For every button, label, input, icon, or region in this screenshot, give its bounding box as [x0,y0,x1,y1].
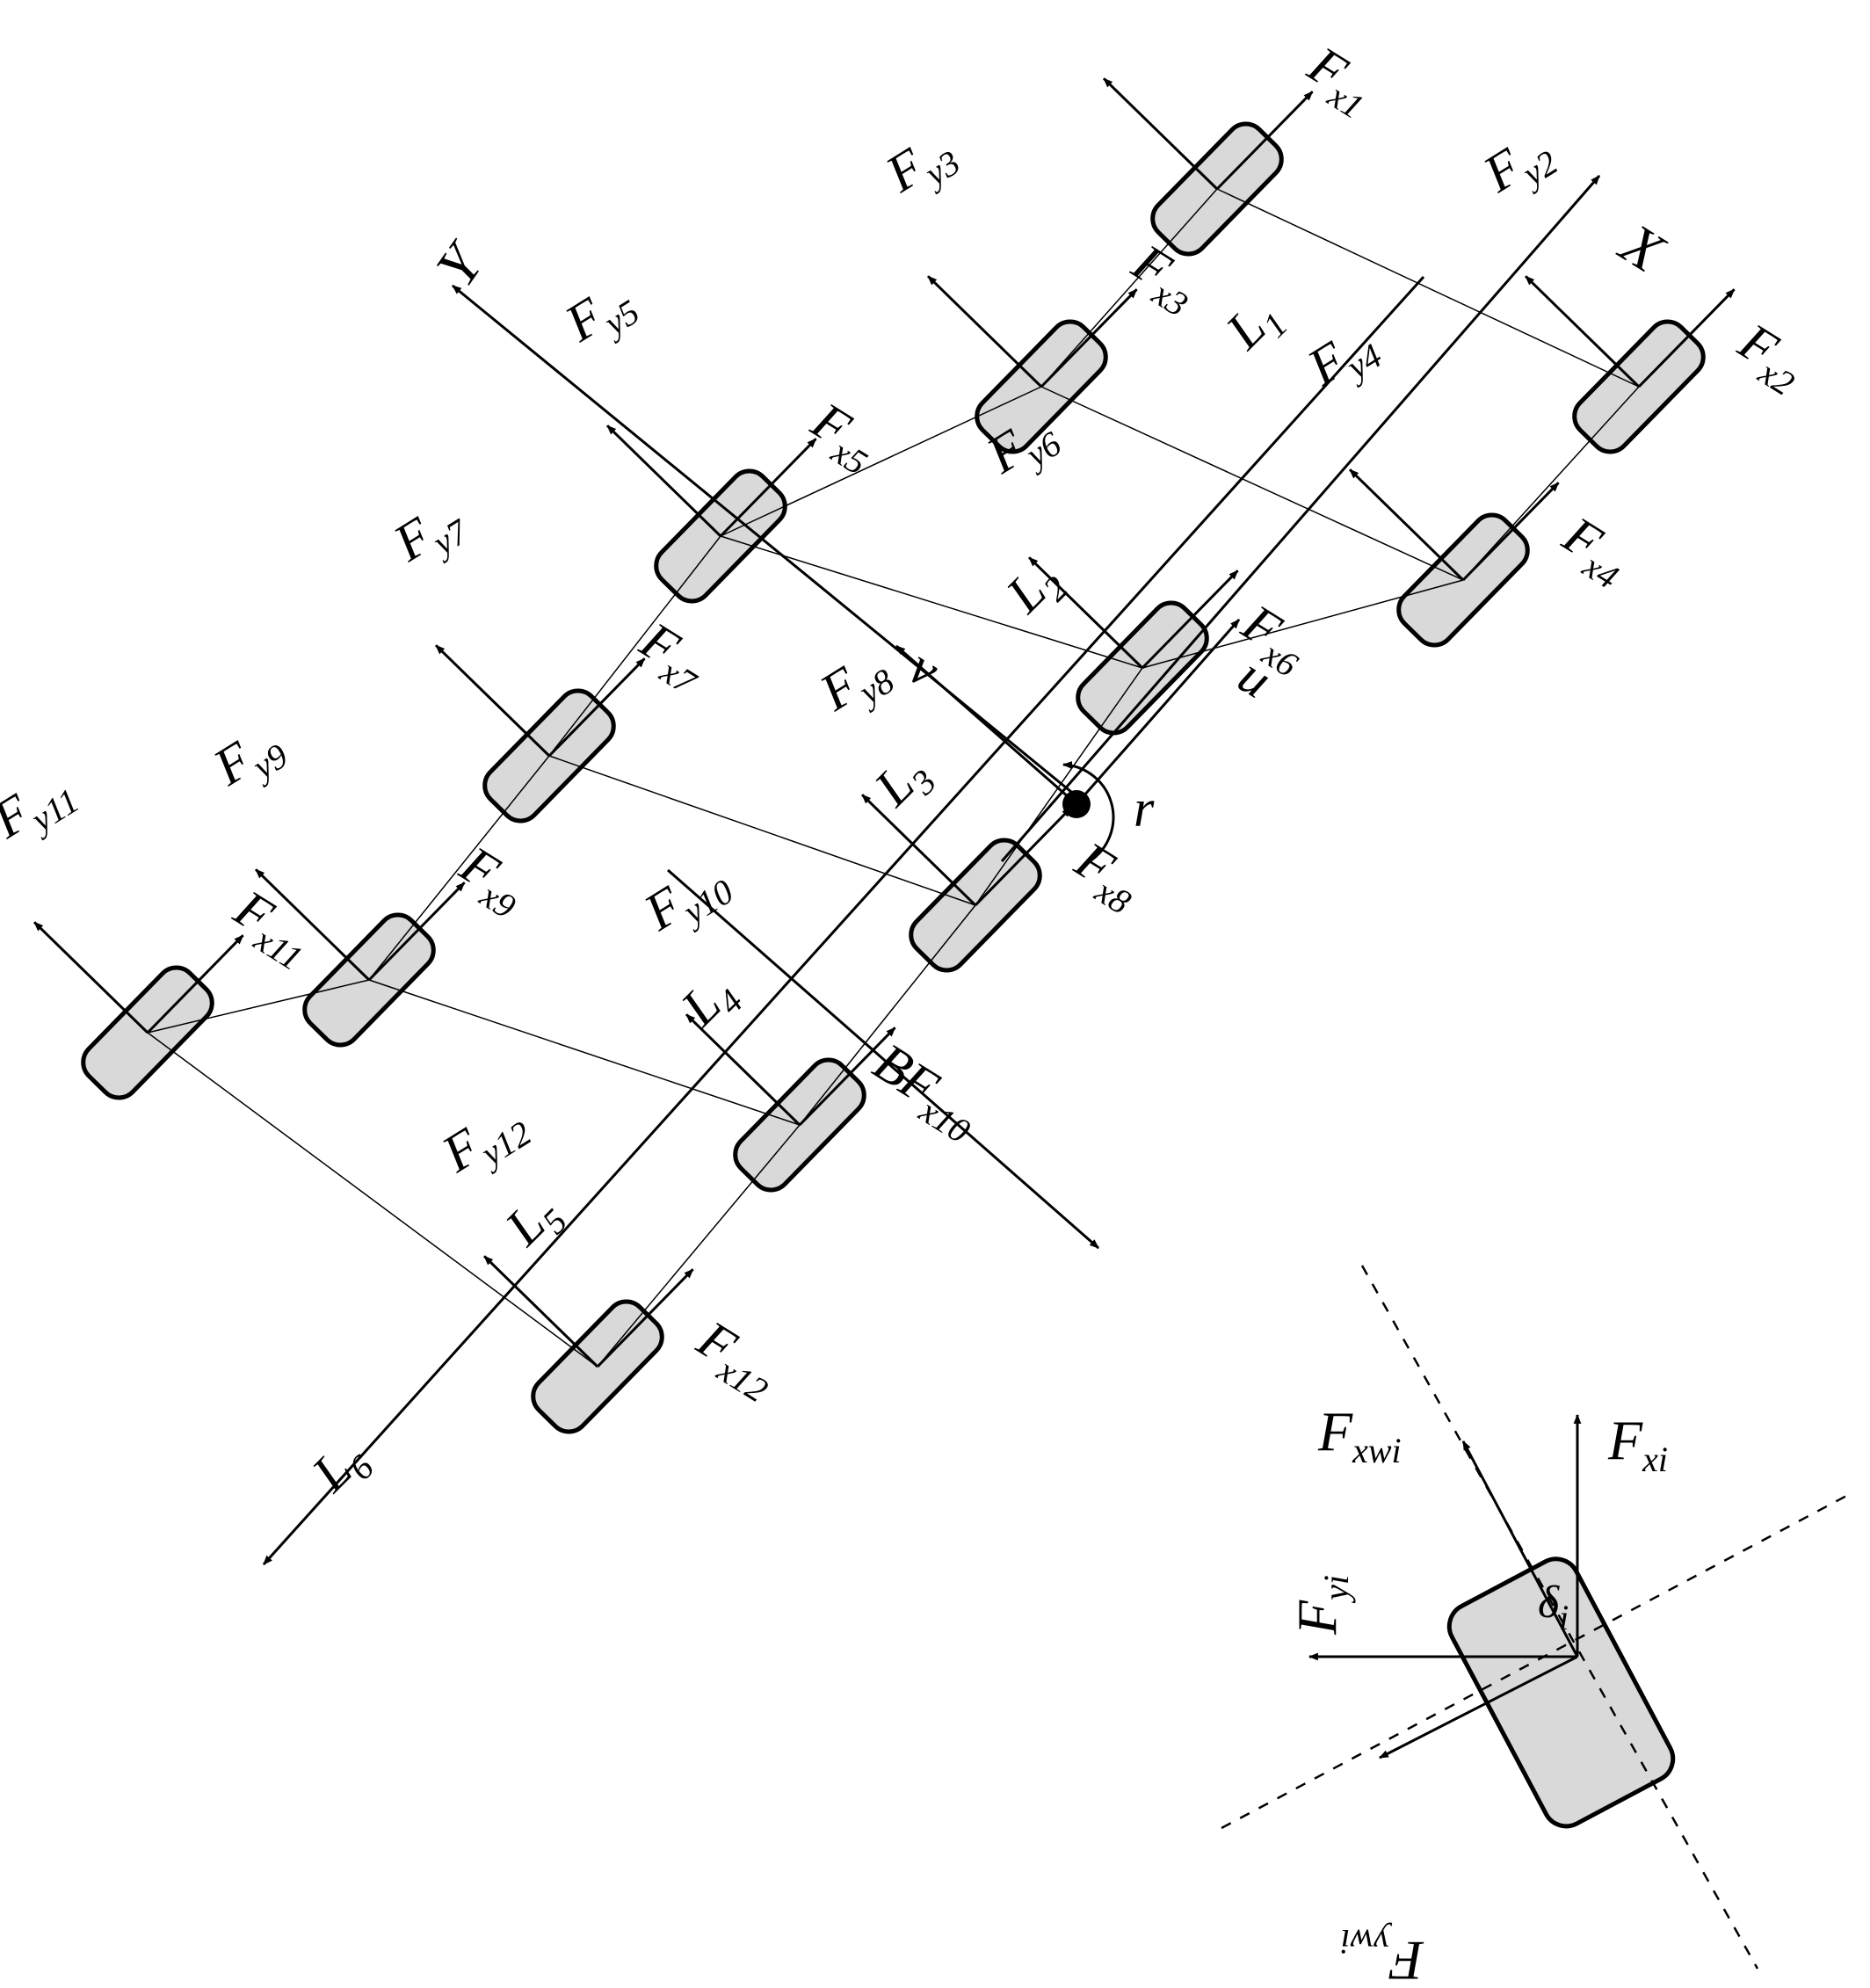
fy-label-11: Fy11 [0,758,86,857]
axle-line-3 [720,535,1143,669]
dimension-L1: L1 [1214,286,1295,366]
fy-label-2: Fy2 [1473,120,1564,211]
fy-arrow-5 [606,424,722,538]
u-velocity-arrow [1075,619,1241,805]
fy-label-3: Fy3 [875,120,967,211]
fywi-label: Fywi [1340,1922,1424,1988]
right-side-line-5 [597,1124,801,1368]
r-yaw-arrow [1062,761,1115,863]
right-side-line-2 [1142,579,1464,669]
fx-arrow-5 [719,438,817,538]
dimension-L5: L5 [494,1182,575,1263]
left-side-line-4 [368,755,550,981]
axle-line-5 [368,979,801,1126]
fy-arrow-9 [255,868,371,982]
fx-arrow-12 [596,1268,694,1368]
fy-arrow-7 [435,644,551,758]
v-label: v [899,637,950,699]
fx-label-1: Fx1 [1294,35,1385,127]
fxwi-label: Fxwi [1317,1400,1402,1470]
fy-arrow-8 [861,794,977,907]
detail-wheel [1446,1556,1676,1829]
fywi-arrow [1379,1655,1578,1759]
right-side-line-1 [1462,386,1640,581]
left-side-line-2 [720,386,1042,537]
dimension-baseline [262,275,1425,1566]
right-side-line-4 [799,904,976,1126]
fy-arrow-3 [927,275,1043,388]
y-axis-label: Y [424,230,497,298]
fx-arrow-3 [1040,288,1138,388]
fx-label-4: Fx4 [1548,505,1640,597]
fx-arrow-6 [1141,570,1239,670]
fx-arrow-8 [974,807,1072,907]
fy-label-7: Fy7 [383,488,476,580]
fx-arrow-4 [1461,482,1560,582]
dimension-L4: L4 [670,962,750,1043]
delta-label: δi [1538,1578,1569,1637]
fy-label-1: Fy1 [1051,0,1142,13]
fy-arrow-6 [1028,556,1144,670]
fx-arrow-1 [1215,91,1314,191]
detail-wheel-lat-axis [1221,1492,1851,1830]
fx-label-9: Fx9 [446,835,537,926]
fy-arrow-2 [1525,275,1641,388]
dimension-L3: L3 [863,743,944,823]
fy-arrow-12 [483,1255,599,1368]
fy-label-4: Fy4 [1297,313,1388,404]
fy-label-8: Fy8 [809,638,901,729]
fy-label-10: Fy10 [634,848,740,949]
fy-label-12: Fy12 [431,1090,538,1191]
right-side-line-3 [975,667,1143,906]
fy-arrow-4 [1349,468,1465,582]
fxi-label: Fxi [1607,1409,1668,1479]
left-side-line-1 [1040,188,1218,388]
axle-line-4 [548,755,976,906]
fx-arrow-10 [798,1027,896,1127]
fx-label-5: Fx5 [797,391,888,482]
y-axis-arrow [452,284,1082,802]
track-width-B [667,868,1099,1250]
axle-line-6 [147,1032,598,1368]
fx-arrow-11 [146,934,244,1034]
axle-line-2 [1040,386,1464,581]
left-side-line-3 [548,535,721,757]
v-velocity-arrow [895,644,1077,806]
fyi-label: Fyi [1286,1575,1356,1636]
fx-label-2: Fx2 [1724,312,1816,403]
fy-label-9: Fy9 [203,713,294,804]
x-axis-label: X [1608,210,1677,286]
fxwi-arrow [1461,1440,1579,1658]
fx-label-11: Fx11 [220,879,324,978]
dimension-L6: L6 [301,1428,381,1509]
r-label: r [1134,780,1155,838]
fx-arrow-7 [547,657,646,758]
fy-arrow-1 [1103,77,1219,191]
fx-arrow-2 [1637,288,1736,388]
fy-label-5: Fy5 [554,269,646,360]
dimension-L2: L2 [995,549,1076,630]
left-side-line-5 [147,979,370,1034]
x-axis-arrow [1000,175,1601,862]
detail-wheel-long-axis [1360,1265,1759,1970]
fx-label-12: Fx12 [683,1310,789,1411]
fx-arrow-9 [367,882,466,982]
fx-label-7: Fx7 [626,611,719,703]
fy-arrow-11 [33,921,149,1034]
axle-line-1 [1216,188,1640,388]
fy-arrow-10 [685,1013,801,1127]
